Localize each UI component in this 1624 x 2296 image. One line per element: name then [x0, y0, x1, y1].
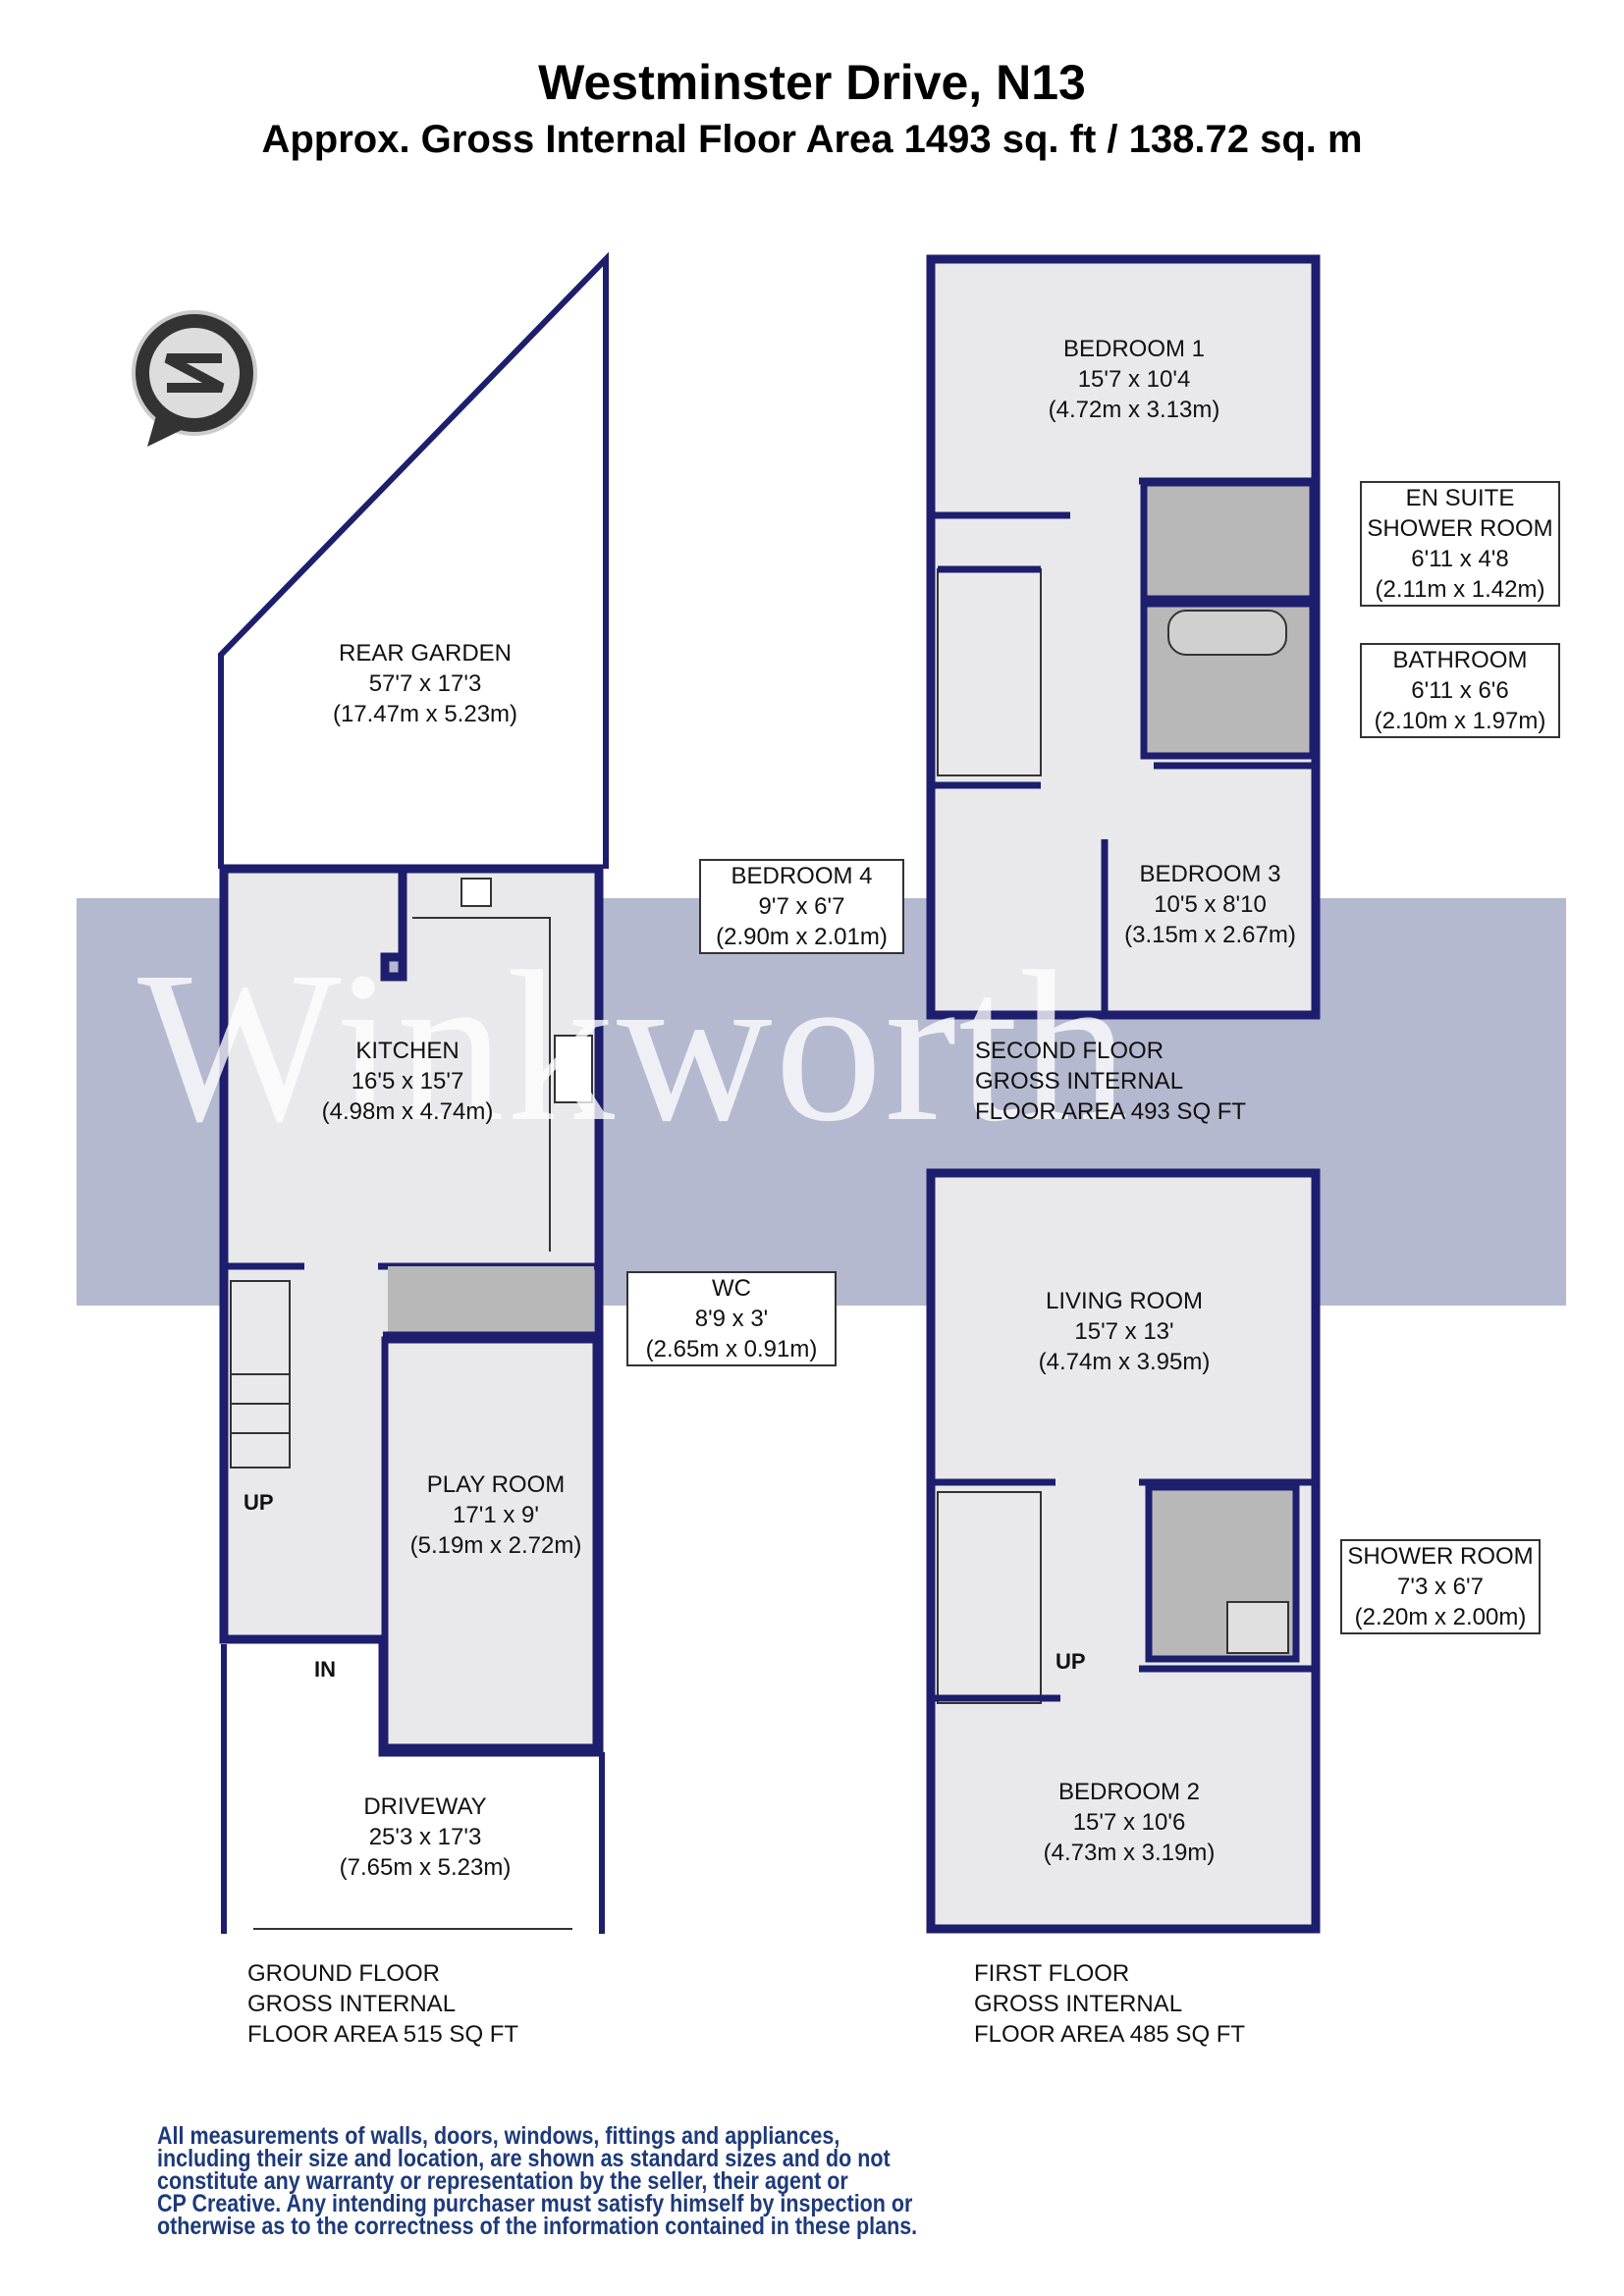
bedroom4-label: BEDROOM 4 9'7 x 6'7 (2.90m x 2.01m) [699, 859, 904, 954]
wc-fill [388, 1266, 594, 1335]
rear-garden-label: REAR GARDEN 57'7 x 17'3 (17.47m x 5.23m) [332, 640, 518, 727]
rear-garden-outline [221, 259, 606, 869]
ground-floor-caption: GROUND FLOOR GROSS INTERNAL FLOOR AREA 5… [247, 1960, 519, 2048]
second-floor-caption: SECOND FLOOR GROSS INTERNAL FLOOR AREA 4… [975, 1038, 1247, 1125]
bedroom3-label: BEDROOM 3 10'5 x 8'10 (3.15m x 2.67m) [1124, 861, 1296, 948]
first-floor-plan [926, 1168, 1321, 1934]
page-title: Westminster Drive, N13 [538, 55, 1086, 110]
ground-floor-plan [218, 251, 609, 1934]
shower-room-label: SHOWER ROOM 7'3 x 6'7 (2.20m x 2.00m) [1340, 1539, 1541, 1634]
watermark: Winkworth [137, 927, 1131, 1166]
play-room-area [381, 1336, 600, 1751]
up-tag-ground: UP [244, 1490, 274, 1515]
bathroom-label: BATHROOM 6'11 x 6'6 (2.10m x 1.97m) [1360, 643, 1560, 738]
first-floor-caption: FIRST FLOOR GROSS INTERNAL FLOOR AREA 48… [974, 1960, 1246, 2048]
disclaimer: All measurements of walls, doors, window… [157, 2122, 918, 2240]
up-tag-first: UP [1056, 1649, 1086, 1674]
driveway-label: DRIVEWAY 25'3 x 17'3 (7.65m x 5.23m) [339, 1793, 512, 1881]
kitchen-label: KITCHEN 16'5 x 15'7 (4.98m x 4.74m) [321, 1038, 494, 1125]
living-room-label: LIVING ROOM 15'7 x 13' (4.74m x 3.95m) [1038, 1288, 1211, 1375]
play-room-label: PLAY ROOM 17'1 x 9' (5.19m x 2.72m) [409, 1471, 582, 1559]
second-floor-plan [926, 254, 1321, 1020]
en-suite-fill [1140, 479, 1317, 603]
in-tag: IN [314, 1657, 336, 1682]
bedroom2-label: BEDROOM 2 15'7 x 10'6 (4.73m x 3.19m) [1043, 1779, 1216, 1866]
compass-icon [132, 310, 257, 447]
page-subtitle: Approx. Gross Internal Floor Area 1493 s… [261, 118, 1363, 161]
en-suite-label: EN SUITE SHOWER ROOM 6'11 x 4'8 (2.11m x… [1360, 481, 1560, 607]
driveway-area [224, 1757, 602, 1934]
wc-label: WC 8'9 x 3' (2.65m x 0.91m) [626, 1271, 837, 1366]
bedroom1-label: BEDROOM 1 15'7 x 10'4 (4.72m x 3.13m) [1048, 336, 1220, 423]
